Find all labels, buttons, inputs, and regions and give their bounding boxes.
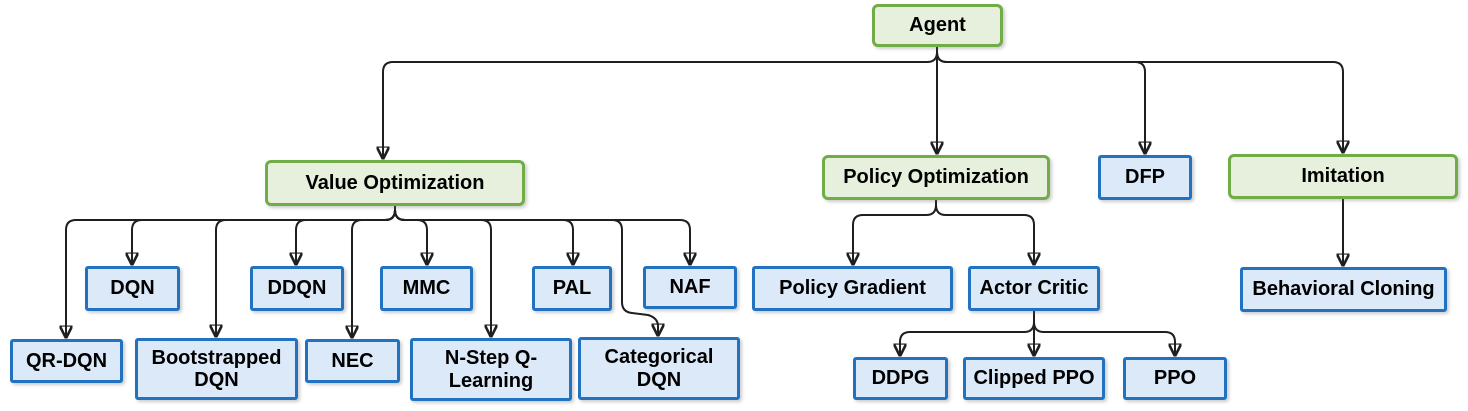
edge-agent-value-optimization <box>383 47 938 158</box>
node-ppo: PPO <box>1123 357 1227 400</box>
node-value-optimization: Value Optimization <box>265 160 525 206</box>
node-clipped-ppo: Clipped PPO <box>963 357 1105 400</box>
edge-value-optimization-dqn <box>132 206 396 264</box>
node-mmc: MMC <box>380 266 473 311</box>
node-dqn: DQN <box>85 266 180 311</box>
edge-value-optimization-pal <box>394 206 573 264</box>
edge-policy-optimization-policy-gradient <box>853 200 937 264</box>
node-policy-gradient: Policy Gradient <box>752 266 953 311</box>
node-actor-critic: Actor Critic <box>968 266 1100 311</box>
edge-value-optimization-ddqn <box>296 206 396 264</box>
edge-value-optimization-nec <box>352 206 396 337</box>
node-categorical-dqn: Categorical DQN <box>578 337 740 400</box>
edge-policy-optimization-actor-critic <box>935 200 1034 264</box>
node-imitation: Imitation <box>1228 154 1458 199</box>
node-bootstrapped-dqn: Bootstrapped DQN <box>135 338 298 400</box>
node-behavioral-cloning: Behavioral Cloning <box>1240 267 1447 312</box>
node-nec: NEC <box>305 339 400 383</box>
node-naf: NAF <box>643 266 737 309</box>
edge-value-optimization-naf <box>394 206 690 264</box>
edge-agent-imitation <box>936 47 1343 152</box>
node-qr-dqn: QR-DQN <box>10 339 123 383</box>
edge-actor-critic-ppo <box>1033 311 1175 355</box>
node-dfp: DFP <box>1098 155 1192 200</box>
node-ddpg: DDPG <box>853 357 948 400</box>
edge-value-optimization-mmc <box>394 206 427 264</box>
edge-actor-critic-ddpg <box>900 311 1035 355</box>
node-n-step-q-learning: N-Step Q-Learning <box>410 338 572 401</box>
node-ddqn: DDQN <box>250 266 344 311</box>
node-policy-optimization: Policy Optimization <box>822 155 1050 200</box>
node-pal: PAL <box>532 266 612 311</box>
node-agent: Agent <box>872 4 1003 47</box>
